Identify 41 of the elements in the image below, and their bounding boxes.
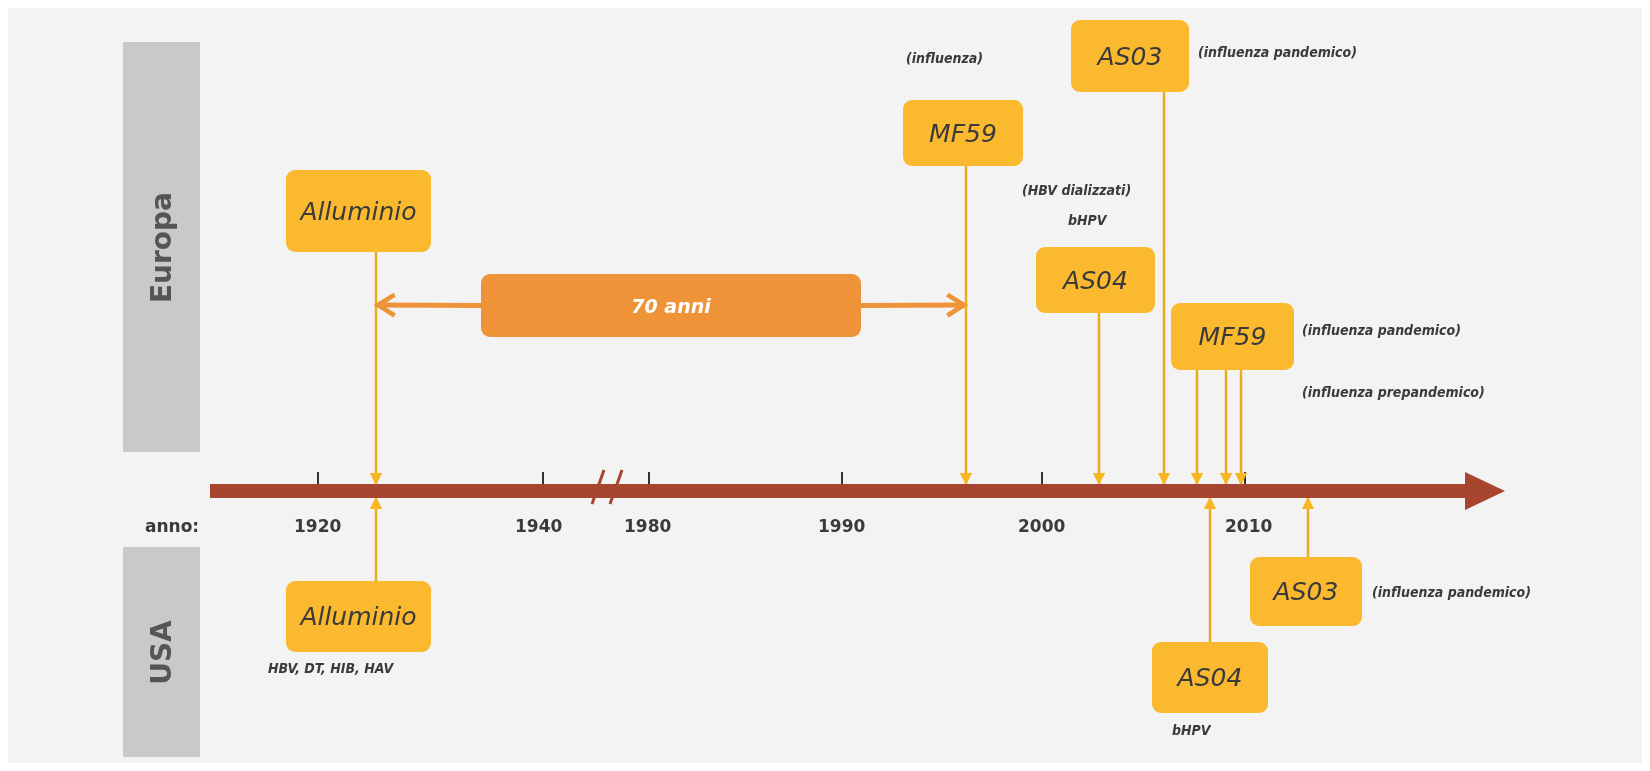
region-band <box>123 547 200 757</box>
adjuvant-box: AS03 <box>1071 20 1189 92</box>
year-label: 2010 <box>1225 516 1273 536</box>
adjuvant-box: AS03 <box>1250 557 1362 626</box>
adjuvant-box: MF59 <box>1171 303 1294 370</box>
arrow <box>1301 496 1315 557</box>
arrow <box>861 292 967 318</box>
annotation-text: (influenza pandemico) <box>1302 322 1461 338</box>
arrow <box>1203 496 1217 642</box>
annotation-text: bHPV <box>1068 212 1107 228</box>
annotation-text: HBV, DT, HIB, HAV <box>268 660 394 676</box>
year-label: 2000 <box>1018 516 1066 536</box>
year-label: 1920 <box>294 516 342 536</box>
adjuvant-box: MF59 <box>903 100 1023 166</box>
axis-label: anno: <box>145 516 200 536</box>
arrow <box>369 496 383 581</box>
arrow <box>1234 370 1248 486</box>
region-label: Europa <box>145 191 178 303</box>
annotation-text: (influenza) <box>906 50 983 66</box>
arrow <box>1092 313 1106 486</box>
adjuvant-box: Alluminio <box>286 581 431 652</box>
arrow <box>959 166 973 486</box>
arrow <box>1157 92 1171 486</box>
arrow <box>369 252 383 486</box>
adjuvant-box: Alluminio <box>286 170 431 252</box>
arrow <box>1219 370 1233 486</box>
region-band <box>123 42 200 452</box>
adjuvant-box: AS04 <box>1152 642 1268 713</box>
annotation-text: (influenza pandemico) <box>1372 584 1531 600</box>
year-label: 1990 <box>818 516 866 536</box>
annotation-text: (HBV dializzati) <box>1022 182 1132 198</box>
arrow <box>375 292 481 318</box>
time-span-box: 70 anni <box>481 274 861 337</box>
arrow <box>1190 370 1204 486</box>
region-label: USA <box>145 619 178 685</box>
year-label: 1940 <box>515 516 563 536</box>
annotation-text: (influenza prepandemico) <box>1302 384 1485 400</box>
adjuvant-box: AS04 <box>1036 247 1155 313</box>
year-label: 1980 <box>624 516 672 536</box>
annotation-text: (influenza pandemico) <box>1198 44 1357 60</box>
annotation-text: bHPV <box>1172 722 1211 738</box>
